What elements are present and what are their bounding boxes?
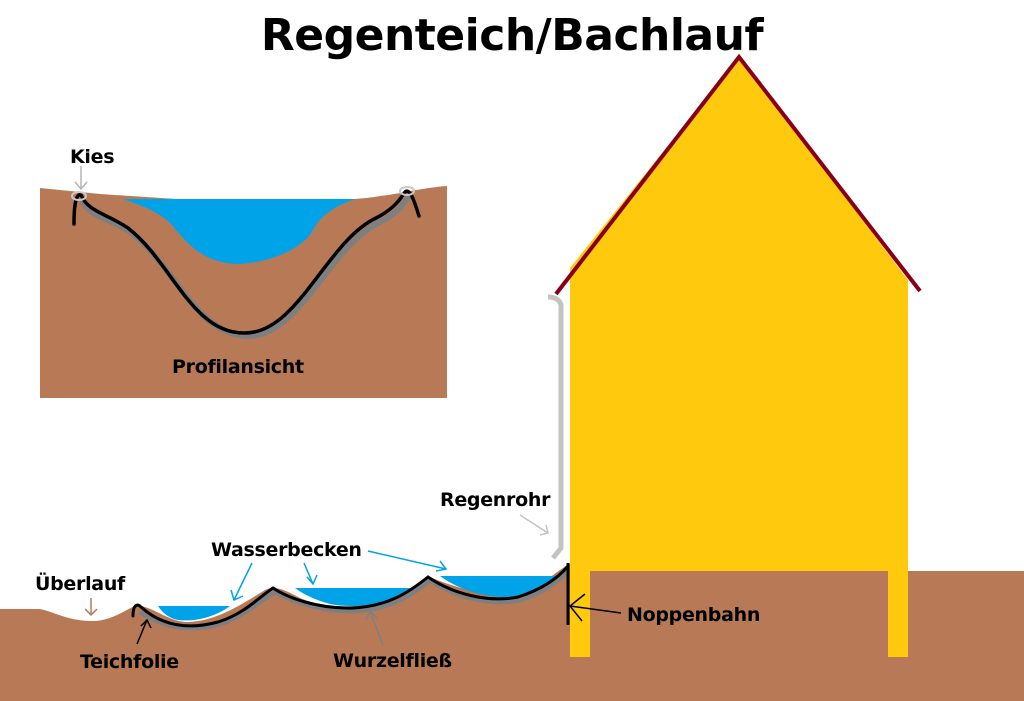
label-kies: Kies (70, 146, 115, 168)
label-ueberlauf: Überlauf (35, 573, 126, 595)
inset-fleece (78, 192, 413, 340)
basin-2-water (295, 588, 415, 607)
wasserbecken-arrows (230, 550, 448, 602)
house (554, 53, 922, 657)
page-title: Regenteich/Bachlauf (260, 10, 764, 61)
profile-inset (40, 166, 447, 398)
kies-arrow (74, 166, 88, 191)
label-teichfolie: Teichfolie (80, 651, 179, 673)
teichfolie-arrow (136, 618, 152, 645)
gravel-left (71, 191, 87, 201)
house-body (570, 57, 908, 657)
inset-water (123, 199, 355, 264)
label-wasserbecken: Wasserbecken (211, 539, 362, 561)
gravel-right (399, 186, 415, 196)
wurzelfliess-arrow (365, 609, 384, 646)
fleece-line (138, 568, 570, 631)
label-profilansicht: Profilansicht (172, 356, 304, 378)
liner-line (131, 564, 570, 628)
ueberlauf-arrow (84, 598, 98, 617)
label-wurzelfliess: Wurzelfließ (333, 650, 452, 672)
basin-1-water (158, 606, 230, 621)
label-noppenbahn: Noppenbahn (627, 604, 761, 626)
roof-line (554, 53, 922, 296)
label-regenrohr: Regenrohr (440, 489, 551, 511)
regenrohr-arrow (519, 514, 549, 536)
downpipe (547, 294, 564, 560)
noppenbahn-arrow (568, 593, 622, 622)
ground-soil (0, 564, 1024, 701)
